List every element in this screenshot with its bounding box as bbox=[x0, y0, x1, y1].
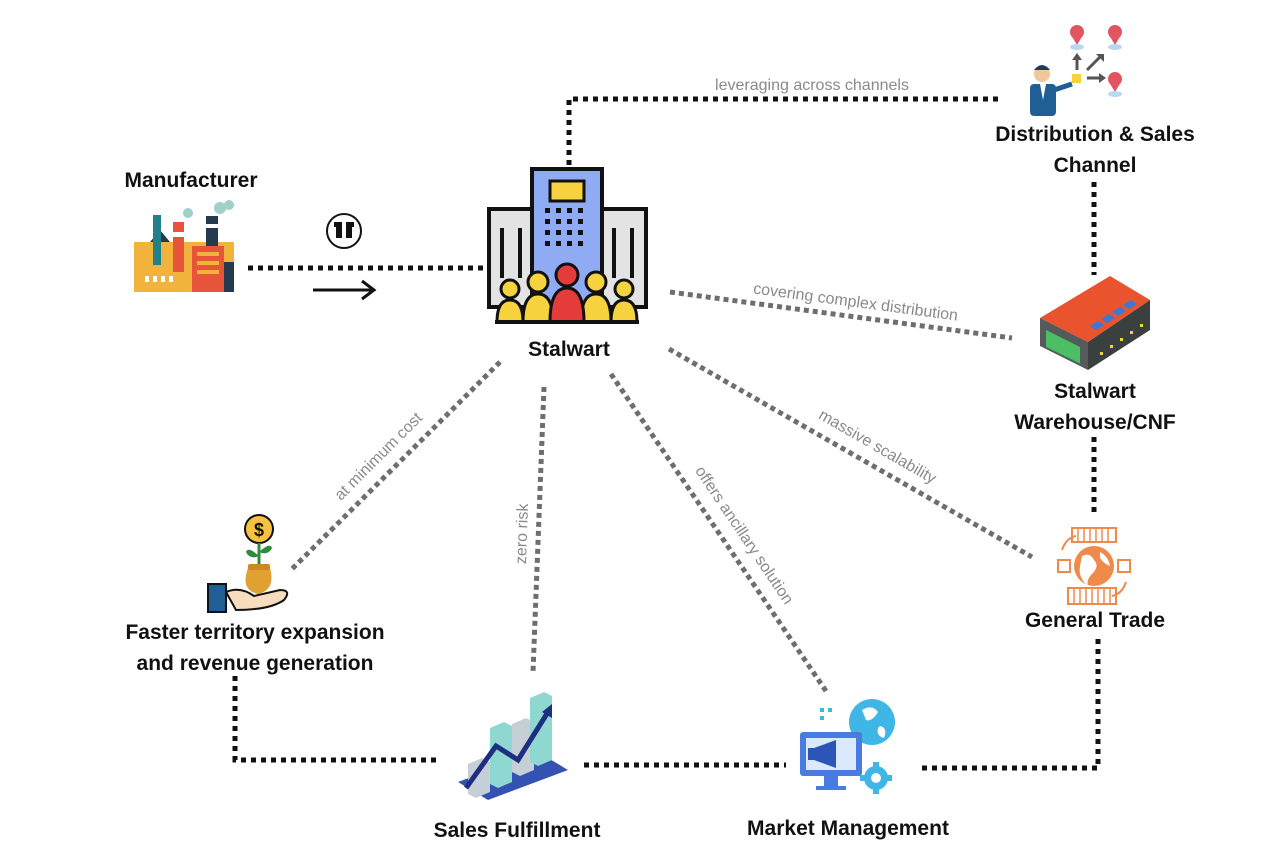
label-manufacturer: Manufacturer bbox=[124, 169, 258, 192]
label-market-management: Market Management bbox=[747, 817, 949, 840]
label-territory-line1: Faster territory expansion bbox=[125, 621, 385, 644]
factory-icon bbox=[134, 200, 234, 292]
label-general-trade: General Trade bbox=[1024, 609, 1166, 632]
globe-with-containers-icon bbox=[1057, 527, 1131, 605]
connector-scalability bbox=[667, 346, 1034, 560]
edge-label-leveraging: leveraging across channels bbox=[715, 77, 909, 94]
warehouse-icon bbox=[1040, 276, 1150, 370]
connector-ancillary bbox=[608, 372, 831, 696]
edge-label-zero-risk: zero risk bbox=[513, 502, 532, 564]
megaphone-monitor-icon bbox=[800, 699, 895, 794]
label-distribution-line2: Channel bbox=[1053, 154, 1137, 177]
edge-label-scalability: massive scalability bbox=[816, 407, 939, 488]
label-territory-line2: and revenue generation bbox=[136, 652, 374, 675]
label-warehouse-line2: Warehouse/CNF bbox=[1014, 411, 1176, 434]
label-sales-fulfillment: Sales Fulfillment bbox=[433, 819, 601, 842]
box-icon bbox=[326, 213, 362, 249]
presenter-with-map-pins-icon bbox=[1030, 25, 1122, 116]
connectors bbox=[232, 96, 1101, 771]
label-distribution-line1: Distribution & Sales bbox=[995, 123, 1195, 146]
svg-text:$: $ bbox=[254, 520, 264, 540]
edge-label-covering: covering complex distribution bbox=[752, 280, 959, 324]
label-warehouse-line1: Stalwart bbox=[1054, 380, 1136, 403]
label-distribution: Distribution & Sales Channel bbox=[945, 119, 1245, 181]
label-stalwart: Stalwart bbox=[528, 338, 610, 361]
arrow-right-icon bbox=[313, 279, 377, 301]
office-building-with-people-icon bbox=[487, 167, 648, 324]
label-warehouse: Stalwart Warehouse/CNF bbox=[945, 376, 1245, 438]
label-territory: Faster territory expansion and revenue g… bbox=[105, 617, 405, 679]
connector-leveraging bbox=[566, 96, 1003, 165]
connector-min-cost bbox=[288, 360, 502, 573]
connector-territory-fulfillment bbox=[232, 676, 438, 763]
edge-label-ancillary: offers ancillary solution bbox=[691, 463, 796, 607]
money-plant-in-hand-icon: $ bbox=[207, 514, 289, 613]
growth-bar-chart-icon bbox=[458, 692, 568, 800]
connector-covering bbox=[669, 289, 1013, 341]
edge-label-min-cost: at minimum cost bbox=[332, 409, 427, 504]
connector-zero-risk bbox=[530, 386, 547, 673]
connector-market-generaltrade bbox=[922, 637, 1101, 771]
